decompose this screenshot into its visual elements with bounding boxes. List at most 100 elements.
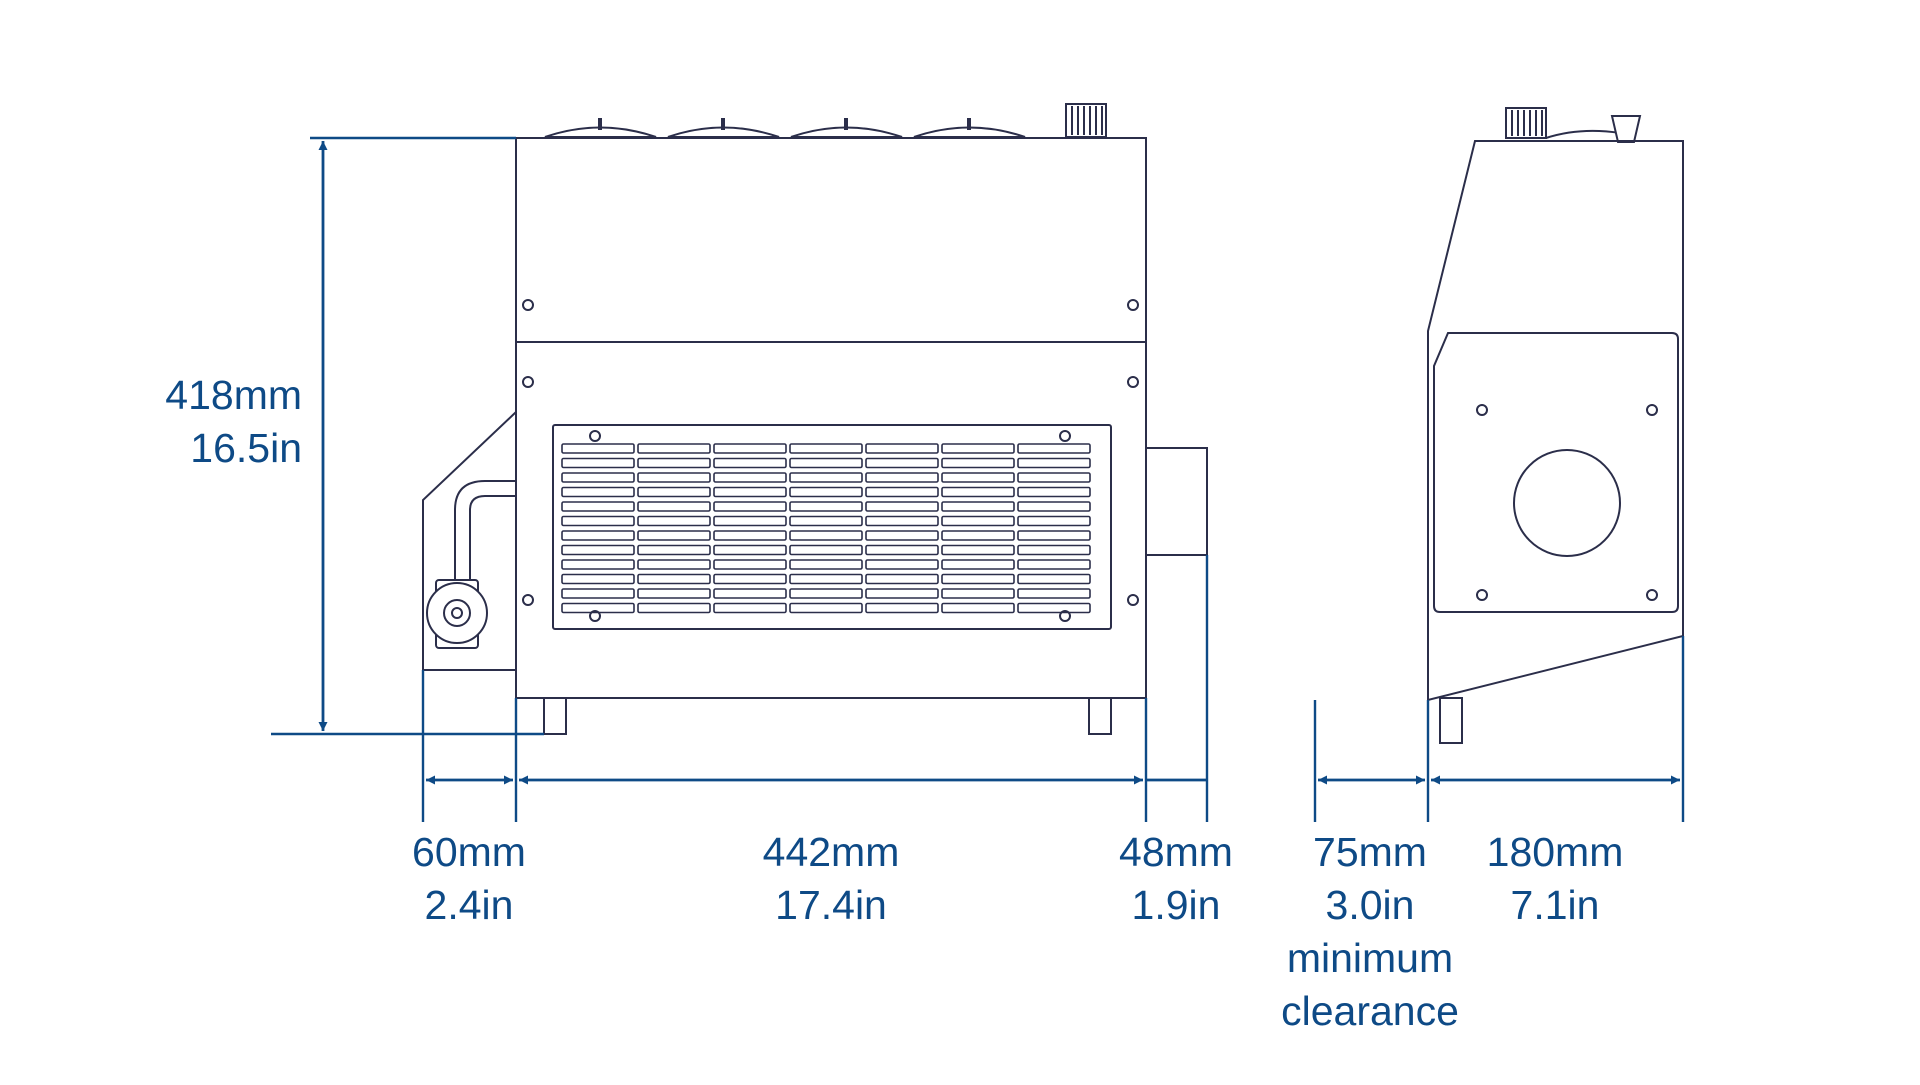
grille-slot — [561, 530, 635, 541]
grille-slot — [789, 530, 863, 541]
clearance-note-line2: clearance — [1281, 988, 1459, 1034]
body-width-mm-label: 442mm — [763, 829, 900, 875]
top-knobs — [544, 118, 1026, 138]
grille-slot — [637, 559, 711, 570]
grille-slot — [865, 602, 939, 614]
clearance-note-line1: minimum — [1287, 935, 1453, 981]
grille-slot — [637, 530, 711, 541]
height-in-label: 16.5in — [190, 425, 302, 471]
right-protrusion-in-label: 1.9in — [1132, 882, 1221, 928]
grille-slot — [1017, 530, 1091, 541]
grille-slot — [637, 573, 711, 585]
grille-slot — [713, 588, 787, 599]
grille-slot — [865, 573, 939, 585]
grille-slot — [789, 472, 863, 483]
grille-slot — [637, 457, 711, 469]
grille-slot — [561, 515, 635, 527]
grille-slot — [561, 443, 635, 454]
right-protrusion-mm-label: 48mm — [1119, 829, 1233, 875]
grille-slot — [789, 515, 863, 527]
grille-slot — [865, 443, 939, 454]
grille-slot — [637, 588, 711, 599]
grille-slot — [1017, 573, 1091, 585]
body-width-in-label: 17.4in — [775, 882, 887, 928]
front-foot-right — [1088, 697, 1112, 735]
grille-slot — [637, 443, 711, 454]
left-protrusion-in-label: 2.4in — [425, 882, 514, 928]
side-panel — [1433, 332, 1679, 613]
grille-slot — [637, 501, 711, 512]
grille-slot — [561, 588, 635, 599]
grille-slot — [865, 559, 939, 570]
grille — [552, 424, 1112, 630]
grille-slot — [941, 457, 1015, 469]
grille-slot — [561, 573, 635, 585]
grille-slots — [561, 443, 1091, 614]
grille-slot — [941, 544, 1015, 556]
grille-slot — [865, 530, 939, 541]
side-body — [1427, 140, 1684, 702]
side-ribbed-knob — [1505, 107, 1547, 139]
grille-slot — [865, 588, 939, 599]
grille-slot — [941, 486, 1015, 498]
grille-slot — [637, 486, 711, 498]
grille-slot — [561, 472, 635, 483]
grille-slot — [561, 559, 635, 570]
grille-slot — [865, 501, 939, 512]
grille-slot — [713, 573, 787, 585]
grille-slot — [941, 515, 1015, 527]
grille-slot — [713, 501, 787, 512]
grille-slot — [561, 602, 635, 614]
grille-slot — [789, 457, 863, 469]
grille-slot — [865, 515, 939, 527]
grille-slot — [865, 486, 939, 498]
grille-slot — [561, 501, 635, 512]
grille-slot — [713, 443, 787, 454]
front-view — [422, 103, 1208, 735]
grille-slot — [941, 602, 1015, 614]
grille-slot — [789, 588, 863, 599]
grille-slot — [941, 501, 1015, 512]
side-view — [1427, 107, 1684, 744]
grille-slot — [1017, 602, 1091, 614]
depth-in-label: 7.1in — [1511, 882, 1600, 928]
grille-slot — [1017, 443, 1091, 454]
grille-slot — [637, 544, 711, 556]
grille-slot — [941, 472, 1015, 483]
grille-slot — [789, 602, 863, 614]
grille-slot — [1017, 544, 1091, 556]
grille-slot — [713, 559, 787, 570]
grille-slot — [865, 472, 939, 483]
side-foot — [1439, 697, 1463, 744]
grille-slot — [789, 501, 863, 512]
grille-slot — [561, 544, 635, 556]
height-mm-label: 418mm — [165, 372, 302, 418]
front-foot-left — [543, 697, 567, 735]
grille-slot — [561, 486, 635, 498]
grille-slot — [713, 457, 787, 469]
clearance-mm-label: 75mm — [1313, 829, 1427, 875]
left-protrusion — [422, 411, 517, 671]
grille-slot — [941, 530, 1015, 541]
grille-slot — [789, 573, 863, 585]
grille-slot — [1017, 457, 1091, 469]
unit-body — [515, 137, 1147, 699]
grille-slot — [865, 457, 939, 469]
grille-slot — [789, 443, 863, 454]
grille-slot — [789, 544, 863, 556]
grille-slot — [713, 515, 787, 527]
grille-slot — [1017, 472, 1091, 483]
grille-slot — [1017, 515, 1091, 527]
grille-slot — [713, 486, 787, 498]
right-protrusion — [1145, 447, 1208, 556]
depth-mm-label: 180mm — [1487, 829, 1624, 875]
grille-slot — [941, 443, 1015, 454]
grille-slot — [789, 486, 863, 498]
grille-slot — [1017, 486, 1091, 498]
grille-slot — [941, 588, 1015, 599]
grille-slot — [789, 559, 863, 570]
clearance-in-label: 3.0in — [1326, 882, 1415, 928]
grille-slot — [941, 559, 1015, 570]
